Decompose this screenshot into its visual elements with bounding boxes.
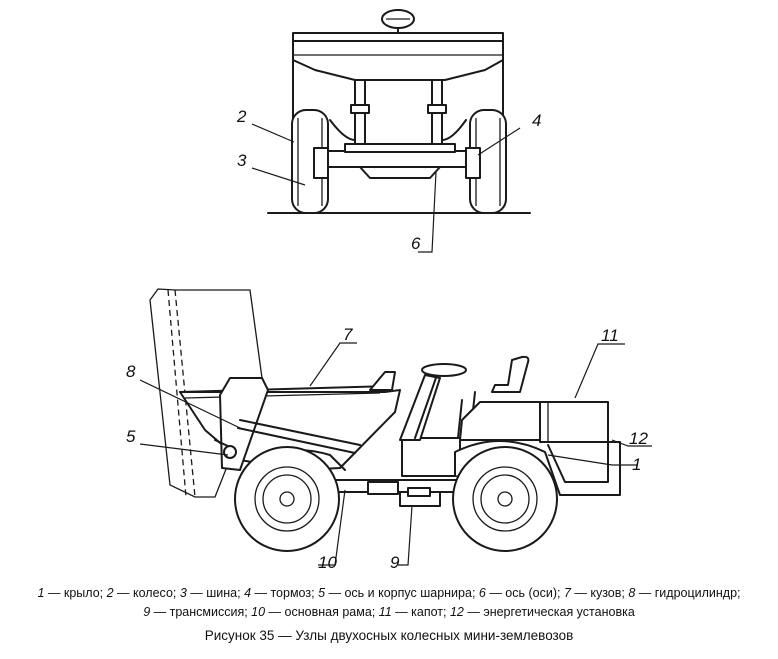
operator-platform: [401, 437, 461, 477]
legend-item: 12 — энергетическая установка: [450, 605, 635, 619]
legend-item: 6 — ось (оси);: [479, 586, 564, 600]
legend-item-number: 7: [563, 586, 571, 600]
front-axle: [323, 150, 475, 168]
front-leaders: [251, 123, 521, 253]
legend-item-number: 6: [478, 586, 486, 600]
rear-housing: [459, 401, 546, 441]
callout-8: 8: [126, 362, 136, 381]
side-view: [149, 288, 621, 552]
front-body-top: [292, 32, 504, 42]
legend-item-number: 1: [37, 586, 45, 600]
rear-wheel-side: [452, 446, 558, 552]
legend-item-text: — кузов;: [570, 586, 629, 600]
legend-item-text: — тормоз;: [251, 586, 319, 600]
legend-item-number: 11: [378, 605, 392, 619]
legend-item-text: — капот;: [391, 605, 450, 619]
seat: [491, 355, 530, 393]
callout-10: 10: [318, 553, 337, 572]
legend-item: 1 — крыло;: [37, 586, 106, 600]
legend-item: 2 — колесо;: [107, 586, 180, 600]
callout-1: 1: [632, 455, 641, 474]
legend-item-text: — колесо;: [113, 586, 180, 600]
legend-item-number: 5: [318, 586, 326, 600]
legend-item-text: — крыло;: [44, 586, 107, 600]
legend-item-text: — гидроцилиндр;: [635, 586, 741, 600]
callout-5: 5: [126, 427, 136, 446]
engine-hood: [539, 401, 609, 443]
legend-item-number: 4: [244, 586, 252, 600]
legend-item-text: — ось (оси);: [485, 586, 564, 600]
callout-11: 11: [601, 326, 619, 345]
front-view: [267, 9, 531, 214]
legend-item-number: 8: [628, 586, 636, 600]
legend-item-text: — шина;: [186, 586, 245, 600]
hydraulic-cylinder: [239, 419, 361, 446]
callout-4: 4: [532, 111, 541, 130]
steering-wheel-side: [421, 363, 467, 377]
callout-12: 12: [629, 429, 648, 448]
mini-dumper-diagram: 2 3 4 6: [126, 9, 652, 572]
legend-item-number: 9: [143, 605, 151, 619]
legend-item-number: 12: [449, 605, 464, 619]
front-right-brake: [465, 147, 481, 179]
legend-item: 7 — кузов;: [564, 586, 628, 600]
legend-item: 11 — капот;: [379, 605, 450, 619]
legend-item-text: — трансмиссия;: [150, 605, 252, 619]
legend-item-text: — ось и корпус шарнира;: [325, 586, 479, 600]
legend-item: 4 — тормоз;: [244, 586, 318, 600]
legend-item: 5 — ось и корпус шарнира;: [318, 586, 479, 600]
legend-item-number: 3: [179, 586, 187, 600]
legend-item: 8 — гидроцилиндр;: [628, 586, 740, 600]
legend-item-text: — энергетическая установка: [463, 605, 635, 619]
callout-7: 7: [343, 325, 353, 344]
callout-3: 3: [237, 151, 247, 170]
legend-item-number: 2: [106, 586, 114, 600]
legend-item: 3 — шина;: [180, 586, 244, 600]
legend-item: 9 — трансмиссия;: [143, 605, 251, 619]
callout-6: 6: [411, 234, 421, 253]
legend-item-text: — основная рама;: [265, 605, 379, 619]
legend: 1 — крыло; 2 — колесо; 3 — шина; 4 — тор…: [10, 584, 768, 622]
legend-item-number: 10: [251, 605, 266, 619]
callout-9: 9: [390, 553, 400, 572]
front-wheel-side: [234, 446, 340, 552]
side-leaders: [139, 342, 652, 566]
callout-2: 2: [236, 107, 247, 126]
figure-caption: Рисунок 35 — Узлы двухосных колесных мин…: [204, 628, 574, 643]
legend-item: 10 — основная рама;: [251, 605, 379, 619]
front-body: [292, 40, 504, 81]
front-left-brake: [313, 147, 329, 179]
